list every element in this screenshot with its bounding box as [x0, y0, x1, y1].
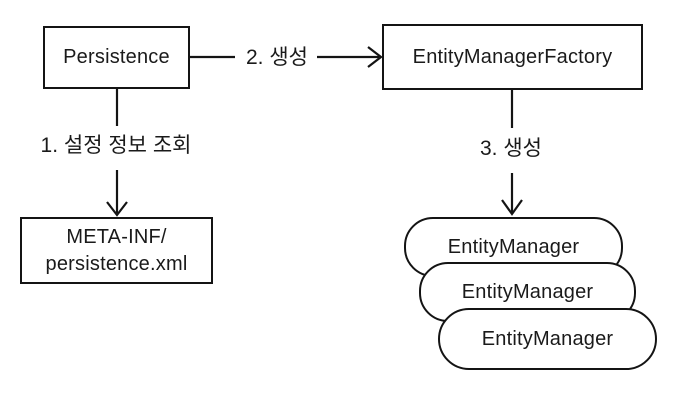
edge-label-step3: 3. 생성 [480, 137, 542, 160]
edge-label-step2: 2. 생성 [246, 46, 308, 69]
node-entity-manager-factory-label: EntityManagerFactory [412, 45, 613, 68]
node-persistence-xml-line2: persistence.xml [45, 252, 188, 275]
node-entity-manager-1-label: EntityManager [447, 235, 580, 258]
node-persistence: Persistence [43, 26, 190, 89]
node-entity-manager-factory: EntityManagerFactory [382, 24, 643, 90]
edge-step1-arrowhead-icon [106, 201, 128, 217]
node-persistence-label: Persistence [63, 46, 170, 68]
edge-step3-arrowhead-icon [501, 199, 523, 216]
node-persistence-xml-line1: META-INF/ [66, 225, 167, 248]
node-persistence-xml: META-INF/ persistence.xml [20, 217, 213, 284]
edge-label-step1: 1. 설정 정보 조회 [40, 134, 192, 157]
node-entity-manager-3-label: EntityManager [481, 327, 614, 350]
edge-step2-arrowhead-icon [367, 46, 383, 68]
node-entity-manager-3: EntityManager [438, 308, 657, 370]
node-entity-manager-2-label: EntityManager [461, 280, 594, 303]
